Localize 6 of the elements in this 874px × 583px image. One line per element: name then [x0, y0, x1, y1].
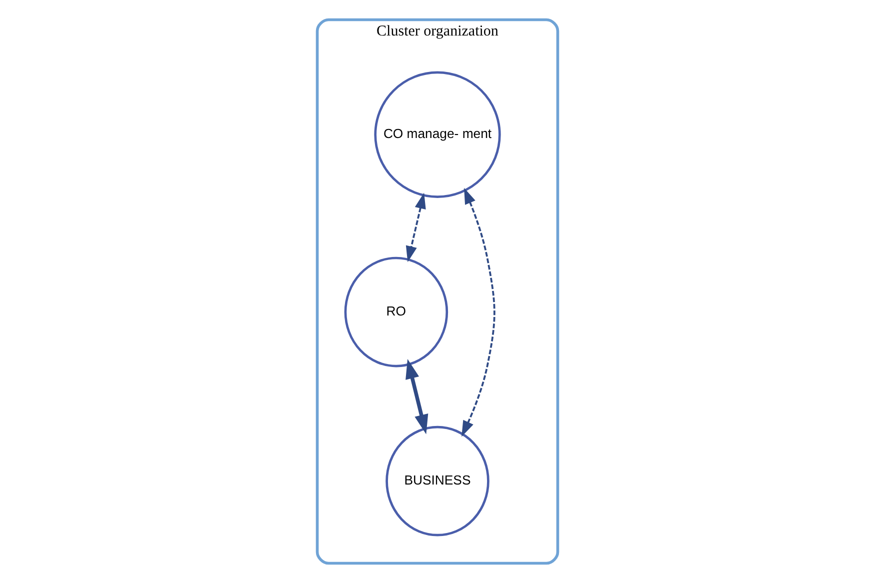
node-circle: BUSINESS: [385, 426, 489, 536]
arrow: [405, 358, 428, 434]
arrow: [461, 188, 495, 437]
arrow: [405, 192, 426, 262]
node-circle: CO manage- ment: [374, 71, 500, 198]
node-circle: RO: [344, 256, 448, 368]
